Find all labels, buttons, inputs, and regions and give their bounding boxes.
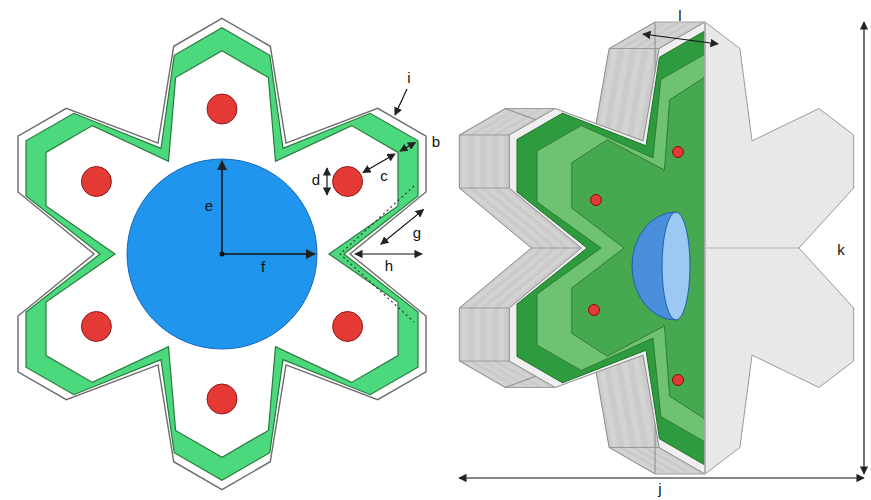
cavity-floor <box>572 77 705 419</box>
dimension-label: b <box>432 134 440 149</box>
rod-circle <box>207 94 237 124</box>
extrusion-edge <box>505 108 555 109</box>
dimension-arrow <box>863 22 864 474</box>
extrusion-edge <box>459 135 509 136</box>
dimension-arrow <box>459 477 864 478</box>
cut-face-green <box>517 31 705 465</box>
core-circle <box>127 159 317 349</box>
dimension-label: h <box>385 258 393 273</box>
rod-dot <box>591 195 602 206</box>
dimension-label: k <box>837 242 845 257</box>
dimension-arrow <box>363 154 395 173</box>
rod-circle <box>333 312 363 342</box>
dimension-label: f <box>261 259 265 274</box>
outer-shell <box>18 18 426 489</box>
cutaway-view <box>459 22 864 478</box>
dimension-label: l <box>678 8 681 23</box>
dimension-arrow <box>643 34 718 44</box>
dimension-arrow <box>355 253 422 254</box>
dimension-arrow <box>400 142 416 151</box>
hemisphere-face <box>662 212 690 320</box>
dimension-label: j <box>658 481 661 496</box>
dimension-label: i <box>407 70 410 85</box>
cut-face-shell <box>509 22 705 474</box>
extrusion-edge <box>459 308 509 309</box>
radius-arrow <box>221 161 223 254</box>
extrusion-side <box>459 22 704 474</box>
extrusion-edge <box>459 360 509 361</box>
extrusion-edge <box>459 188 509 189</box>
rod-circle <box>81 167 111 197</box>
rod-circle <box>81 312 111 342</box>
cavity-wall <box>537 54 705 442</box>
dimension-label: d <box>312 172 320 187</box>
uncut-half <box>705 22 854 474</box>
dimension-label: e <box>205 198 213 213</box>
dimension-label: c <box>380 168 388 183</box>
radius-arrow <box>222 253 315 255</box>
cut-edge <box>704 22 706 474</box>
rod-circle <box>333 167 363 197</box>
extrusion-slice <box>508 22 704 474</box>
rod-dot <box>673 375 684 386</box>
inner-region <box>46 51 398 457</box>
rod-dot <box>589 305 600 316</box>
extrusion-edge <box>655 473 705 474</box>
extrusion-edge <box>531 248 581 249</box>
cross-section <box>18 18 426 489</box>
extrusion-edge <box>609 48 659 49</box>
extrusion-edge <box>505 387 555 388</box>
dimension-arrow <box>381 210 424 245</box>
dimension-arrow <box>326 168 327 195</box>
extrusion-edges <box>459 22 705 474</box>
leader-arrow <box>395 89 407 115</box>
extrusion-edge <box>609 447 659 448</box>
rod-circle <box>207 384 237 414</box>
seam-line <box>705 248 799 249</box>
dimension-label: g <box>413 225 421 240</box>
rod-dot <box>673 147 684 158</box>
